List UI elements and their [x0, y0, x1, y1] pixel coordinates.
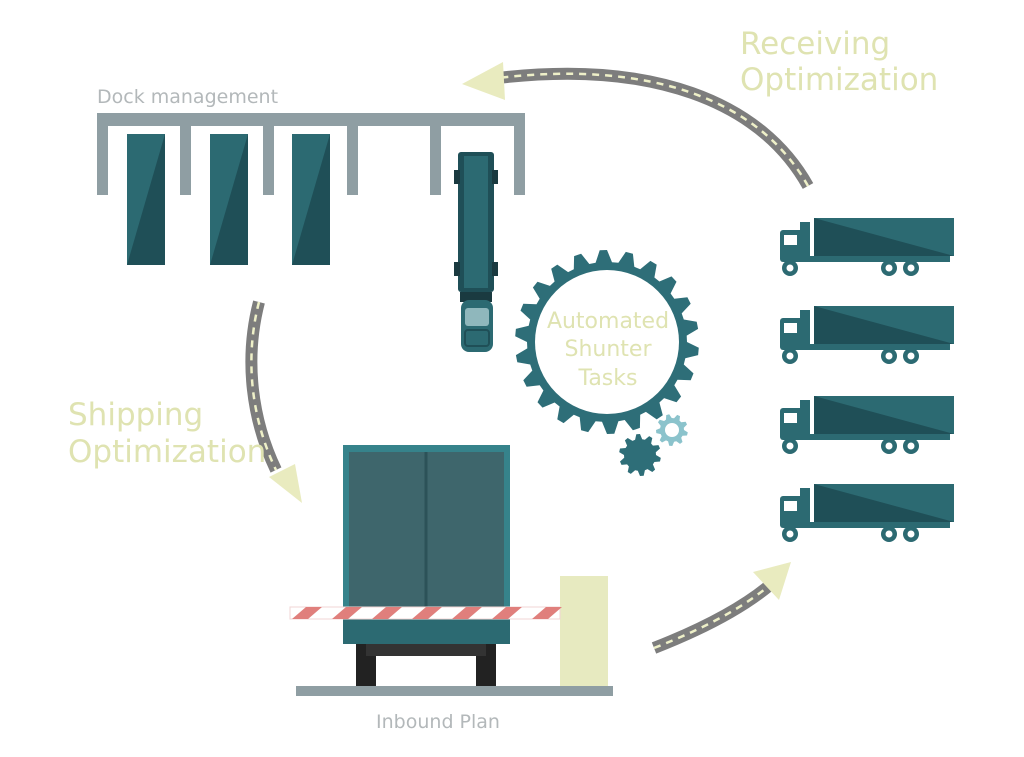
barrier-arm — [289, 606, 562, 620]
shipping-arrow-head — [269, 464, 302, 503]
dock-management-label: Dock management — [97, 86, 278, 108]
docked-trailer — [210, 134, 248, 265]
dock-post — [263, 113, 274, 195]
automated-label-line3: Tasks — [578, 366, 638, 391]
small-gear-icon — [656, 414, 688, 446]
dock-beam — [97, 113, 525, 126]
docked-trailer — [292, 134, 330, 265]
inbound-plan-label: Inbound Plan — [376, 711, 500, 733]
shipping-label-line2: Optimization — [68, 434, 266, 470]
inbound-truck — [343, 445, 510, 686]
inbound-ground — [296, 686, 613, 696]
receiving-label-line2: Optimization — [740, 62, 938, 98]
barrier-post — [560, 576, 608, 688]
shipping-label-line1: Shipping — [68, 397, 203, 433]
small-gear-icon — [619, 434, 661, 476]
truck-icon — [780, 484, 954, 542]
receiving-road — [462, 62, 814, 189]
dock-post — [430, 113, 441, 195]
dock-post — [97, 113, 108, 195]
truck-fleet — [780, 218, 954, 542]
outbound-road — [651, 562, 791, 654]
gear-icon — [515, 250, 699, 434]
truck-icon — [780, 218, 954, 276]
truck-icon — [780, 306, 954, 364]
dock-post — [180, 113, 191, 195]
receiving-arrow-head — [462, 62, 505, 100]
shipping-road — [245, 300, 302, 503]
receiving-label-line1: Receiving — [740, 26, 890, 62]
dock-post — [514, 113, 525, 195]
automated-label-line1: Automated — [547, 309, 669, 334]
outbound-arrow-head — [753, 562, 791, 600]
automated-label-line2: Shunter — [564, 337, 652, 362]
dock-management: Dock management — [97, 86, 525, 265]
dock-post — [347, 113, 358, 195]
docked-trailer — [127, 134, 165, 265]
shunter-truck — [454, 152, 498, 352]
truck-icon — [780, 396, 954, 454]
